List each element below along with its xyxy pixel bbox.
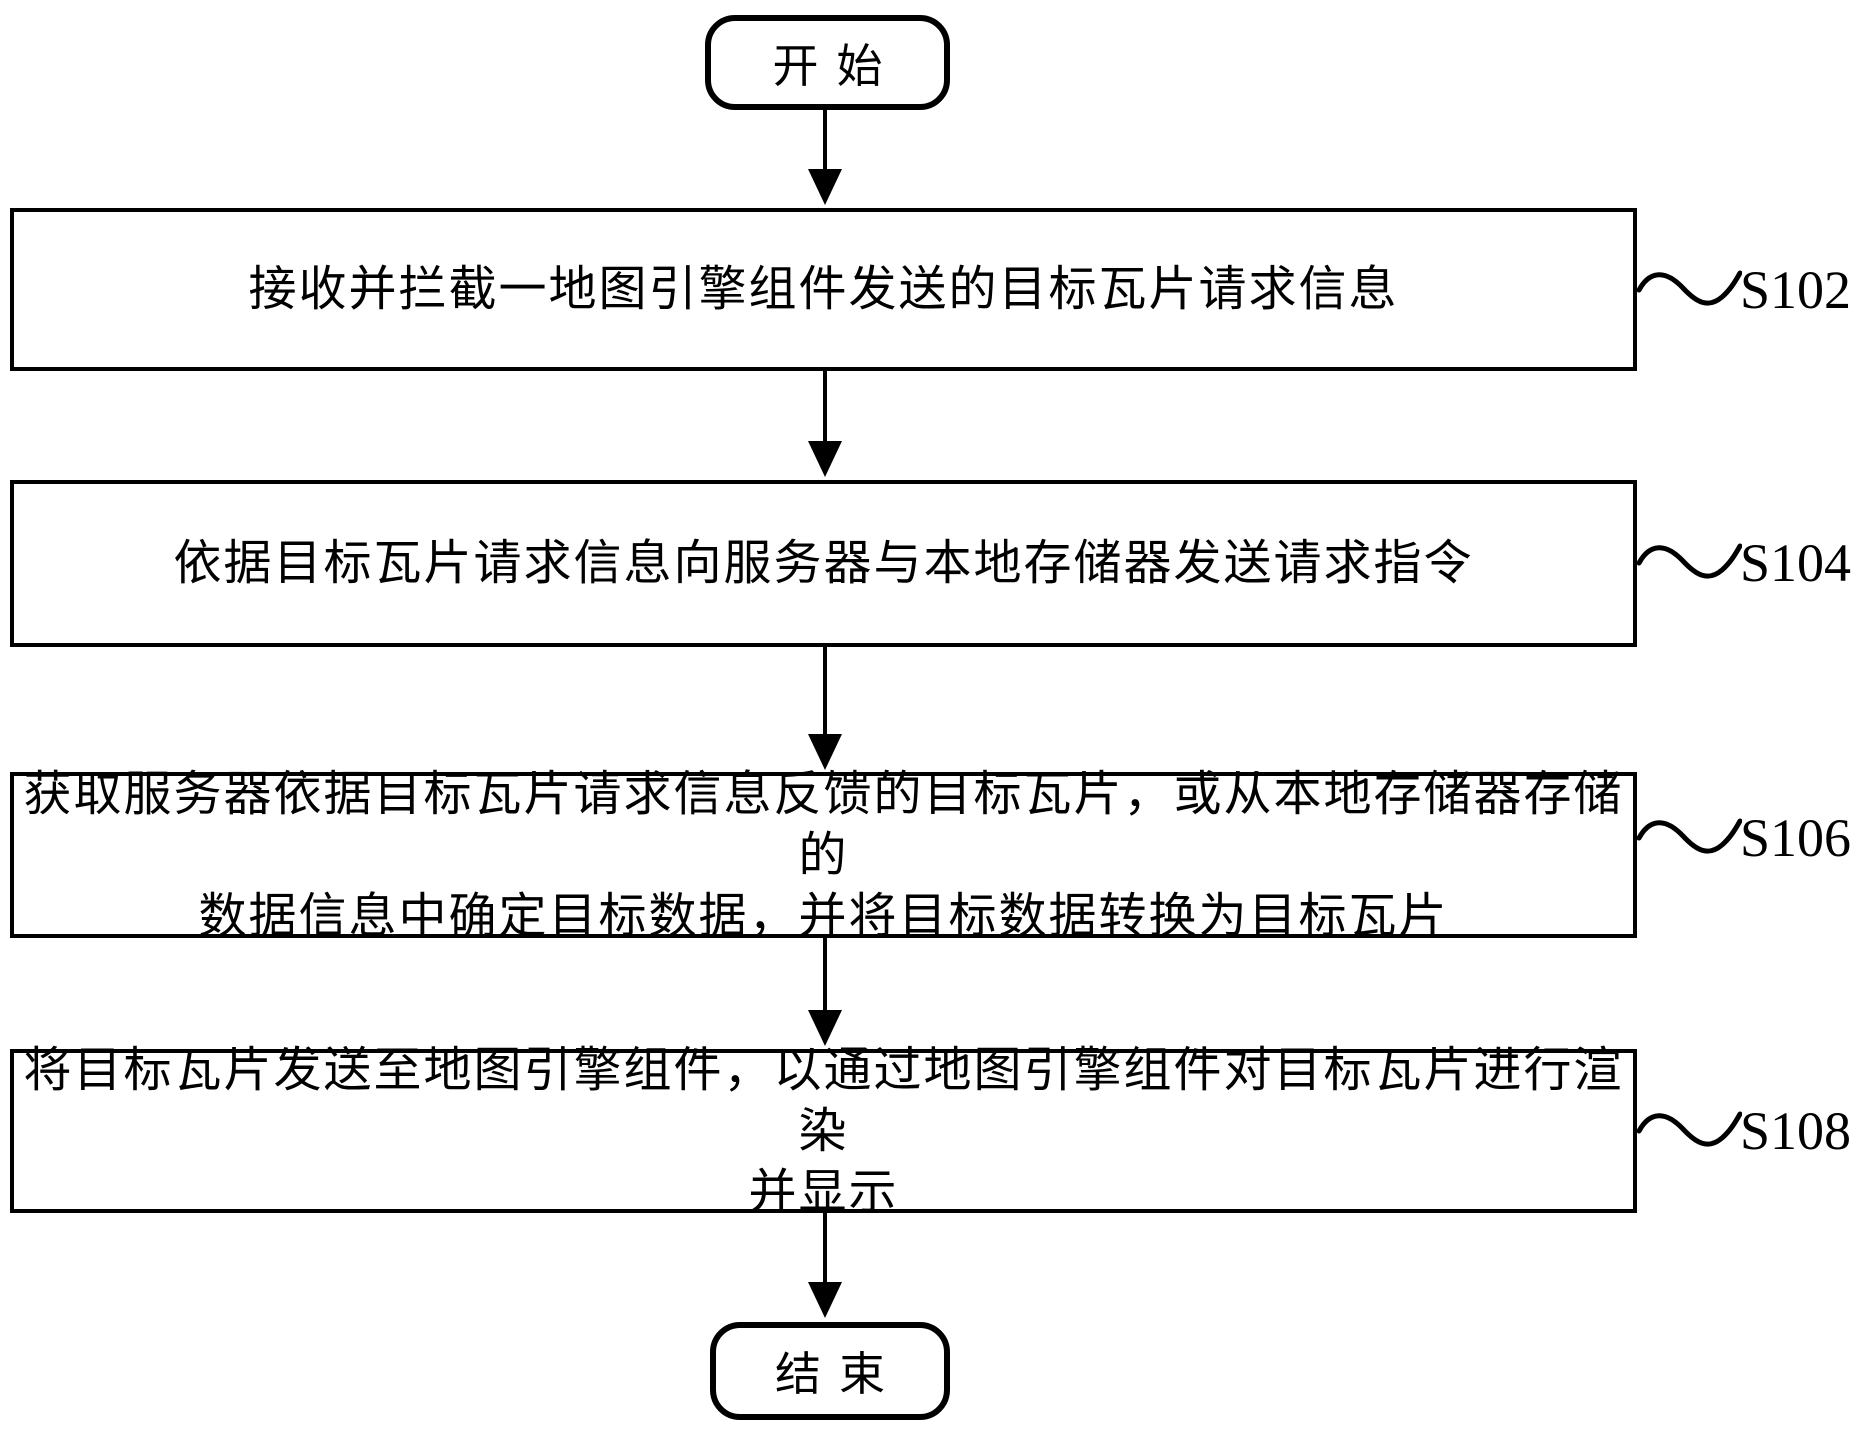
start-node-label: 开始: [772, 38, 901, 93]
end-node: 结束: [710, 1322, 950, 1420]
step-box-s104: 依据目标瓦片请求信息向服务器与本地存储器发送请求指令: [10, 480, 1637, 647]
start-node: 开始: [705, 15, 950, 110]
arrow-down-icon: [808, 1282, 842, 1318]
flow-arrow-stem: [823, 371, 827, 445]
arrow-down-icon: [808, 1010, 842, 1046]
flow-arrow-stem: [823, 938, 827, 1014]
step-label-s108: S108: [1740, 1101, 1852, 1161]
step-text-line: 获取服务器依据目标瓦片请求信息反馈的目标瓦片，或从本地存储器存储的: [23, 765, 1624, 883]
step-box-s102: 接收并拦截一地图引擎组件发送的目标瓦片请求信息: [10, 208, 1637, 371]
step-text-line: 接收并拦截一地图引擎组件发送的目标瓦片请求信息: [248, 261, 1399, 317]
squiggle-connector-icon: [1637, 270, 1742, 306]
step-label-s104: S104: [1740, 533, 1852, 593]
arrow-down-icon: [808, 734, 842, 770]
step-text-line: 并显示: [748, 1163, 899, 1220]
step-text-line: 将目标瓦片发送至地图引擎组件，以通过地图引擎组件对目标瓦片进行渲染: [23, 1041, 1624, 1159]
arrow-down-icon: [808, 169, 842, 205]
step-label-s102: S102: [1740, 260, 1852, 320]
flow-arrow-stem: [823, 1213, 827, 1286]
squiggle-connector-icon: [1637, 818, 1742, 854]
flow-arrow-stem: [823, 647, 827, 737]
step-box-s106: 获取服务器依据目标瓦片请求信息反馈的目标瓦片，或从本地存储器存储的 数据信息中确…: [10, 766, 1637, 944]
end-node-label: 结束: [775, 1347, 903, 1401]
step-box-s108: 将目标瓦片发送至地图引擎组件，以通过地图引擎组件对目标瓦片进行渲染 并显示: [10, 1042, 1637, 1220]
squiggle-connector-icon: [1637, 543, 1742, 579]
arrow-down-icon: [808, 441, 842, 477]
flow-arrow-stem: [823, 110, 827, 174]
step-text-line: 依据目标瓦片请求信息向服务器与本地存储器发送请求指令: [173, 535, 1474, 591]
step-label-s106: S106: [1740, 808, 1852, 868]
step-text-line: 数据信息中确定目标数据，并将目标数据转换为目标瓦片: [198, 887, 1449, 944]
squiggle-connector-icon: [1637, 1111, 1742, 1147]
